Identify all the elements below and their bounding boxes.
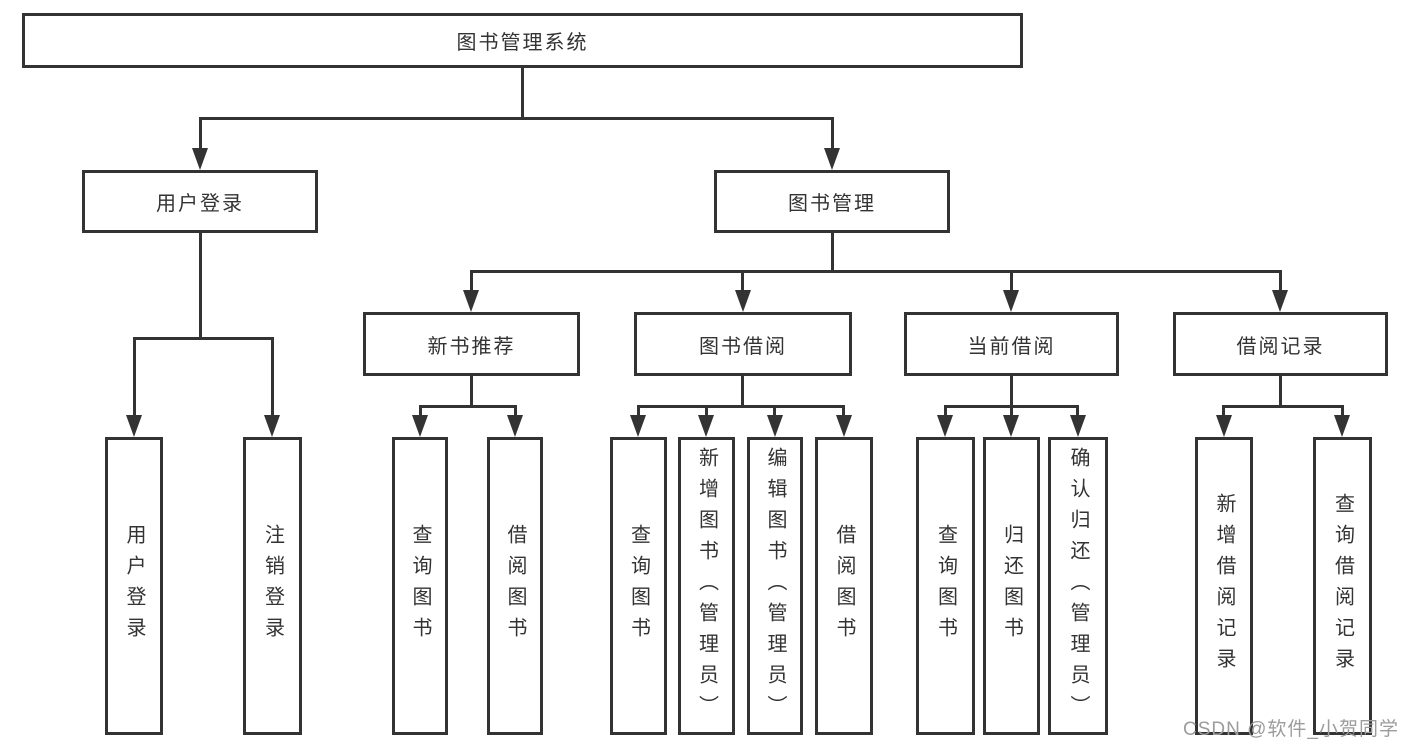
- node-book-management-label: 图书管理: [788, 193, 876, 215]
- arrowhead-down-icon: [836, 415, 852, 437]
- leaf-query-borrow-record: 查询借阅记录: [1313, 437, 1372, 735]
- connector-line: [1076, 405, 1079, 418]
- node-user-login-label: 用户登录: [156, 193, 244, 215]
- leaf-query-book-2: 查询图书: [610, 437, 667, 735]
- leaf-logout-label: 注销登录: [261, 524, 284, 648]
- leaf-add-borrow-record: 新增借阅记录: [1195, 437, 1253, 735]
- connector-line: [831, 233, 834, 273]
- node-new-book-recommend-label: 新书推荐: [427, 335, 516, 358]
- arrowhead-down-icon: [192, 148, 208, 170]
- connector-line: [133, 337, 136, 417]
- connector-line: [1279, 376, 1282, 408]
- node-current-borrow: 当前借阅: [904, 312, 1119, 376]
- leaf-query-book-3-label: 查询图书: [934, 524, 957, 648]
- connector-line: [944, 405, 947, 418]
- leaf-confirm-return-admin: 确认归还（管理员）: [1048, 437, 1108, 735]
- csdn-watermark: CSDN @软件_小贺同学: [1183, 719, 1399, 740]
- connector-line: [199, 117, 834, 120]
- leaf-return-book-label: 归还图书: [1000, 524, 1023, 648]
- arrowhead-down-icon: [937, 415, 953, 437]
- leaf-user-login-label: 用户登录: [123, 524, 145, 648]
- node-user-login: 用户登录: [82, 170, 318, 233]
- leaf-return-book: 归还图书: [983, 437, 1040, 735]
- leaf-edit-book-admin-label: 编辑图书（管理员）: [764, 446, 786, 726]
- node-borrow-record-label: 借阅记录: [1236, 335, 1325, 358]
- connector-line: [1279, 270, 1282, 293]
- node-current-borrow-label: 当前借阅: [967, 335, 1056, 358]
- arrowhead-down-icon: [735, 290, 751, 312]
- connector-line: [420, 405, 515, 408]
- node-book-borrow-label: 图书借阅: [699, 335, 787, 358]
- arrowhead-down-icon: [824, 148, 840, 170]
- arrowhead-down-icon: [463, 290, 479, 312]
- leaf-query-book-3: 查询图书: [916, 437, 975, 735]
- arrowhead-down-icon: [264, 415, 280, 437]
- connector-line: [514, 405, 517, 418]
- leaf-user-login: 用户登录: [105, 437, 163, 735]
- arrowhead-down-icon: [126, 415, 142, 437]
- leaf-query-book-2-label: 查询图书: [627, 524, 650, 648]
- leaf-borrow-book-1-label: 借阅图书: [504, 524, 526, 648]
- leaf-confirm-return-admin-label: 确认归还（管理员）: [1067, 446, 1089, 726]
- connector-line: [1222, 405, 1225, 418]
- leaf-query-borrow-record-label: 查询借阅记录: [1331, 493, 1354, 679]
- connector-line: [705, 405, 708, 418]
- arrowhead-down-icon: [1003, 415, 1019, 437]
- leaf-borrow-book-1: 借阅图书: [487, 437, 543, 735]
- node-new-book-recommend: 新书推荐: [363, 312, 580, 376]
- arrowhead-down-icon: [507, 415, 523, 437]
- leaf-add-borrow-record-label: 新增借阅记录: [1213, 493, 1235, 679]
- leaf-add-book-admin: 新增图书（管理员）: [678, 437, 735, 735]
- arrowhead-down-icon: [412, 415, 428, 437]
- node-root: 图书管理系统: [22, 13, 1023, 68]
- connector-line: [1010, 405, 1013, 418]
- connector-line: [419, 405, 422, 418]
- leaf-logout: 注销登录: [243, 437, 302, 735]
- arrowhead-down-icon: [1334, 415, 1350, 437]
- connector-line: [521, 68, 524, 120]
- connector-line: [842, 405, 845, 418]
- connector-line: [199, 233, 202, 340]
- connector-line: [638, 405, 844, 408]
- connector-line: [1341, 405, 1344, 418]
- connector-line: [470, 270, 473, 293]
- arrowhead-down-icon: [698, 415, 714, 437]
- connector-line: [831, 117, 834, 151]
- connector-line: [1010, 376, 1013, 408]
- connector-line: [199, 117, 202, 151]
- leaf-query-book-1: 查询图书: [392, 437, 448, 735]
- node-book-borrow: 图书借阅: [634, 312, 852, 376]
- connector-line: [470, 376, 473, 408]
- arrowhead-down-icon: [1216, 415, 1232, 437]
- arrowhead-down-icon: [1003, 290, 1019, 312]
- leaf-edit-book-admin: 编辑图书（管理员）: [747, 437, 803, 735]
- connector-line: [271, 337, 274, 417]
- node-root-label: 图书管理系统: [456, 32, 589, 54]
- connector-line: [1224, 405, 1343, 408]
- arrowhead-down-icon: [767, 415, 783, 437]
- node-borrow-record: 借阅记录: [1173, 312, 1388, 376]
- arrowhead-down-icon: [1272, 290, 1288, 312]
- connector-line: [637, 405, 640, 418]
- leaf-borrow-book-2-label: 借阅图书: [833, 524, 855, 648]
- connector-line: [741, 376, 744, 408]
- connector-line: [134, 337, 274, 340]
- connector-line: [741, 270, 744, 293]
- leaf-query-book-1-label: 查询图书: [409, 524, 431, 648]
- leaf-add-book-admin-label: 新增图书（管理员）: [695, 446, 718, 726]
- arrowhead-down-icon: [1070, 415, 1086, 437]
- connector-line: [471, 270, 1281, 273]
- leaf-borrow-book-2: 借阅图书: [815, 437, 873, 735]
- node-book-management: 图书管理: [714, 170, 950, 233]
- connector-line: [773, 405, 776, 418]
- connector-line: [1010, 270, 1013, 293]
- arrowhead-down-icon: [630, 415, 646, 437]
